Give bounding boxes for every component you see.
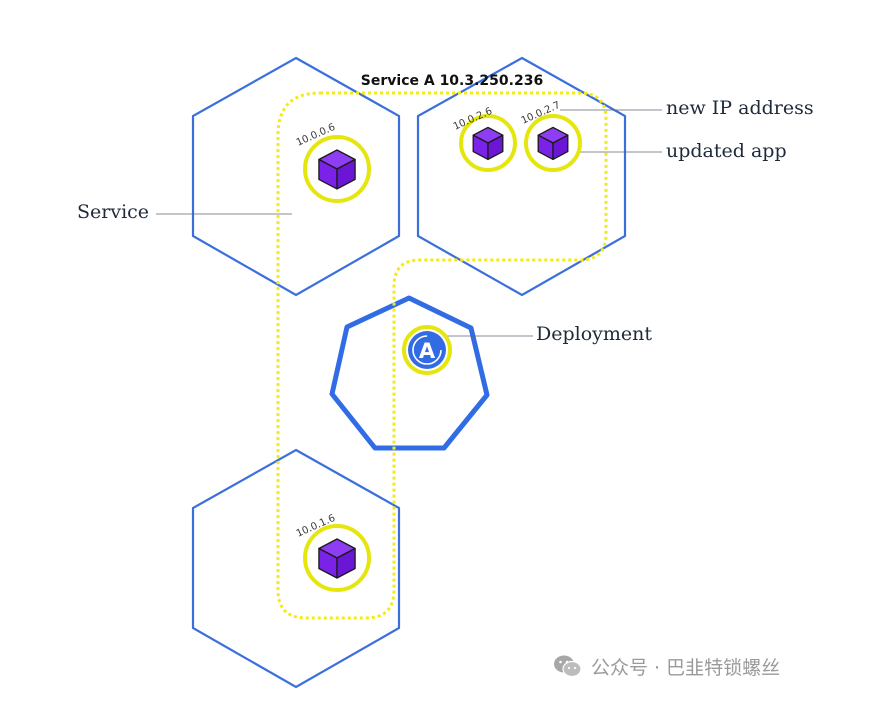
pod-2: 10.0.2.6	[452, 106, 517, 172]
updated-app-label: updated app	[666, 140, 787, 162]
deployment-symbol: A	[419, 339, 436, 363]
pod-4: 10.0.1.6	[295, 513, 371, 592]
cube-icon	[537, 126, 569, 161]
wechat-icon	[554, 655, 582, 678]
deployment-refresh-arrow	[412, 335, 442, 365]
pod-1: 10.0.0.6	[295, 122, 371, 203]
new-ip-label: new IP address	[666, 97, 814, 119]
node-top-right	[416, 56, 627, 297]
watermark-text: 公众号 · 巴韭特锁螺丝	[591, 656, 781, 679]
cube-icon	[472, 126, 504, 161]
node-bottom-left	[191, 448, 401, 689]
deployment-heptagon	[329, 295, 490, 451]
cube-icon	[318, 538, 356, 579]
service-title: Service A 10.3.250.236	[361, 73, 543, 89]
node-top-left	[191, 56, 401, 297]
service-boundary	[276, 91, 608, 620]
watermark: 公众号 · 巴韭特锁螺丝	[553, 652, 780, 680]
cube-icon	[318, 149, 356, 190]
deployment-icon: A	[402, 325, 452, 375]
deployment-label: Deployment	[536, 323, 652, 345]
service-label: Service	[77, 201, 149, 223]
